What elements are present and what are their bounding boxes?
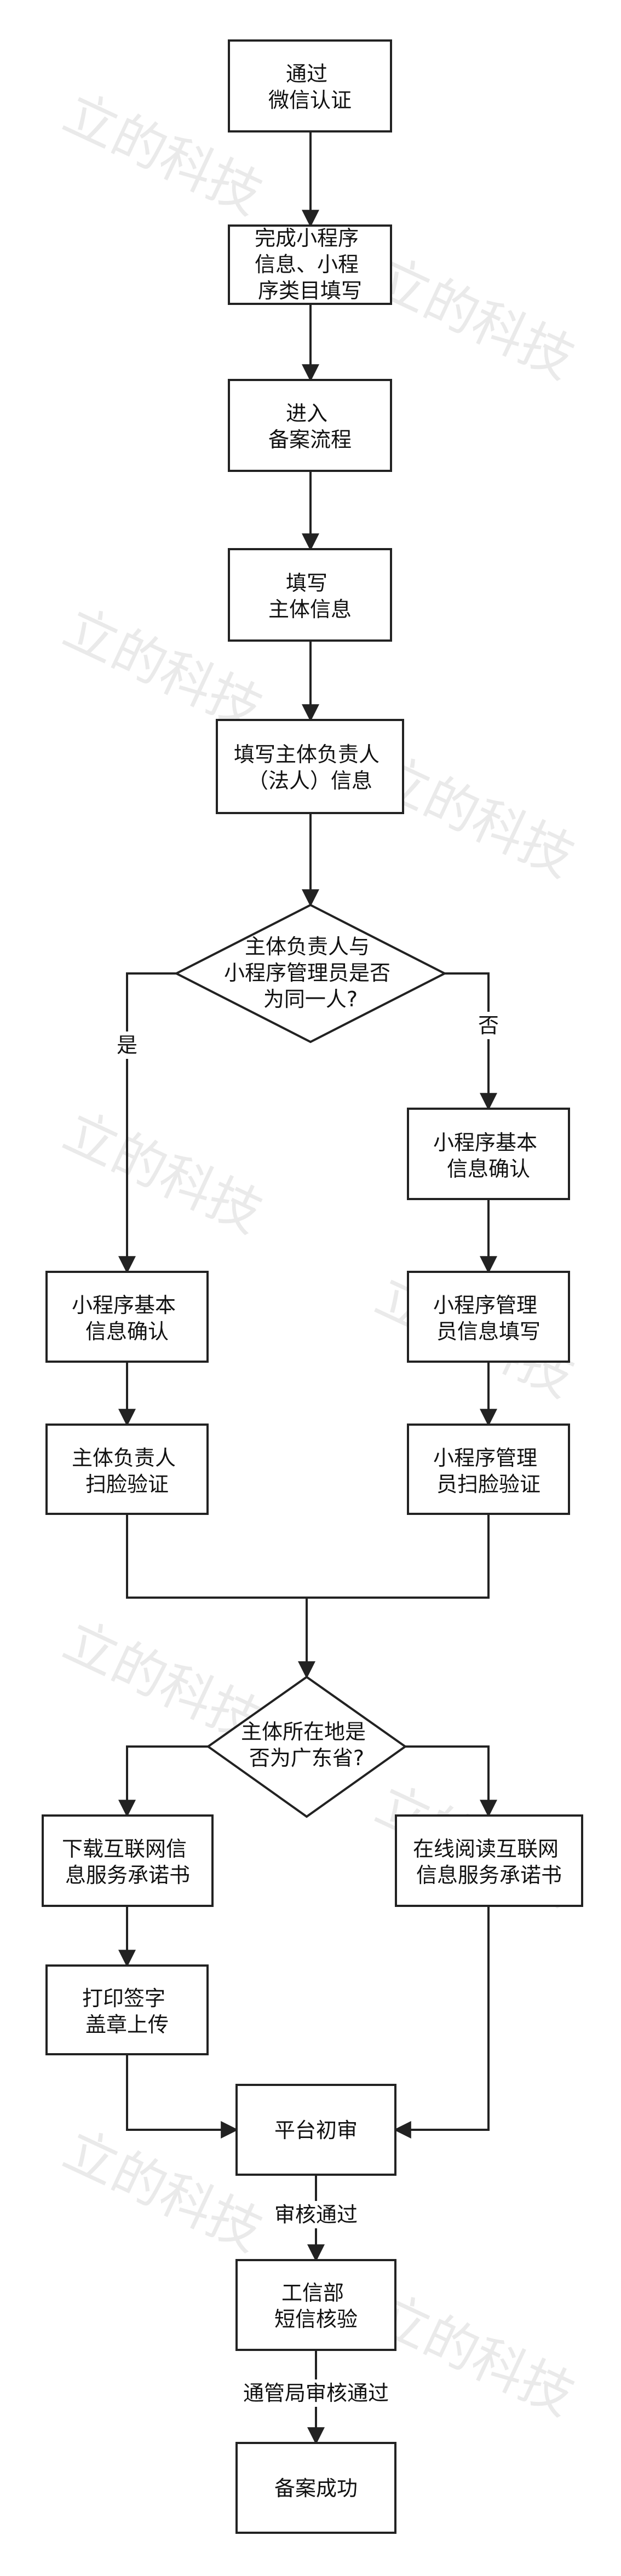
edge-yes-branch — [118, 972, 176, 1274]
node-box-admin-face — [407, 1424, 570, 1515]
node-box-wechat-auth — [228, 39, 392, 132]
node-box-success — [235, 2442, 396, 2534]
node-box-admin-info — [407, 1271, 570, 1363]
node-box-fill-info — [228, 224, 392, 305]
node-label-same-person: 主体负责人与 小程序管理员是否 为同一人? — [224, 935, 397, 1011]
edge-online-to-review — [393, 1906, 490, 2139]
node-box-subject-info — [228, 548, 392, 642]
node-box-legal-info — [216, 719, 404, 814]
node-box-basic-confirm-left — [45, 1271, 209, 1363]
node-label-enter-filing: 进入 备案流程 — [268, 401, 352, 452]
node-label-print-sign: 打印签字 盖章上传 — [82, 1986, 172, 2037]
node-labels: 通过 微信认证 完成小程序 信息、小程 序类目填写 进入 备案流程 填写 主体信… — [62, 62, 565, 2500]
nodes — [42, 39, 583, 2534]
edge-label-review-passed: 审核通过 — [274, 2203, 358, 2227]
node-box-print-sign — [45, 1964, 209, 2055]
edge-decision-left — [118, 1745, 208, 1818]
edge-decision-right — [405, 1745, 497, 1818]
node-label-wechat-auth: 通过 微信认证 — [268, 62, 352, 112]
node-diamond-same-person — [174, 903, 447, 1044]
connectors — [118, 131, 497, 2445]
watermark: 立的科技 — [367, 2283, 583, 2427]
node-label-fill-info: 完成小程序 信息、小程 序类目填写 — [255, 226, 365, 303]
node-box-basic-confirm-right — [407, 1108, 570, 1200]
node-box-legal-face — [45, 1424, 209, 1515]
node-label-guangdong: 主体所在地是 否为广东省? — [241, 1720, 372, 1770]
node-label-platform-review: 平台初审 — [274, 2118, 358, 2142]
node-label-admin-info: 小程序管理 员信息填写 — [433, 1293, 544, 1344]
watermark: 立的科技 — [367, 246, 583, 390]
edge-no-branch — [445, 972, 497, 1111]
node-label-subject-info: 填写 主体信息 — [268, 571, 352, 621]
edge-merge — [126, 1514, 490, 1599]
node-label-legal-face: 主体负责人 扫脸验证 — [72, 1446, 182, 1496]
node-box-download-pledge — [42, 1814, 214, 1907]
node-label-basic-confirm-left: 小程序基本 信息确认 — [72, 1293, 182, 1344]
node-box-sms-verify — [235, 2259, 396, 2351]
node-label-download-pledge: 下载互联网信 息服务承诺书 — [62, 1837, 193, 1887]
node-box-enter-filing — [228, 379, 392, 472]
watermark: 立的科技 — [55, 1100, 271, 1244]
node-box-online-pledge — [395, 1814, 583, 1907]
node-diamond-guangdong — [206, 1675, 407, 1818]
edge-print-to-review — [126, 2054, 239, 2139]
edge-labels: 是 否 审核通过 通管局审核通过 — [110, 1012, 506, 2407]
node-box-platform-review — [235, 2084, 396, 2176]
edge-label-no: 否 — [478, 1013, 499, 1038]
node-label-online-pledge: 在线阅读互联网 信息服务承诺书 — [413, 1837, 565, 1887]
node-label-sms-verify: 工信部 短信核验 — [274, 2281, 358, 2331]
node-label-legal-info: 填写主体负责人 （法人）信息 — [234, 742, 386, 793]
node-label-basic-confirm-right: 小程序基本 信息确认 — [433, 1131, 544, 1181]
node-label-success: 备案成功 — [274, 2476, 358, 2500]
edge-label-yes: 是 — [117, 1033, 137, 1057]
node-label-admin-face: 小程序管理 员扫脸验证 — [433, 1446, 544, 1496]
edge-label-bureau-passed: 通管局审核通过 — [243, 2381, 389, 2405]
